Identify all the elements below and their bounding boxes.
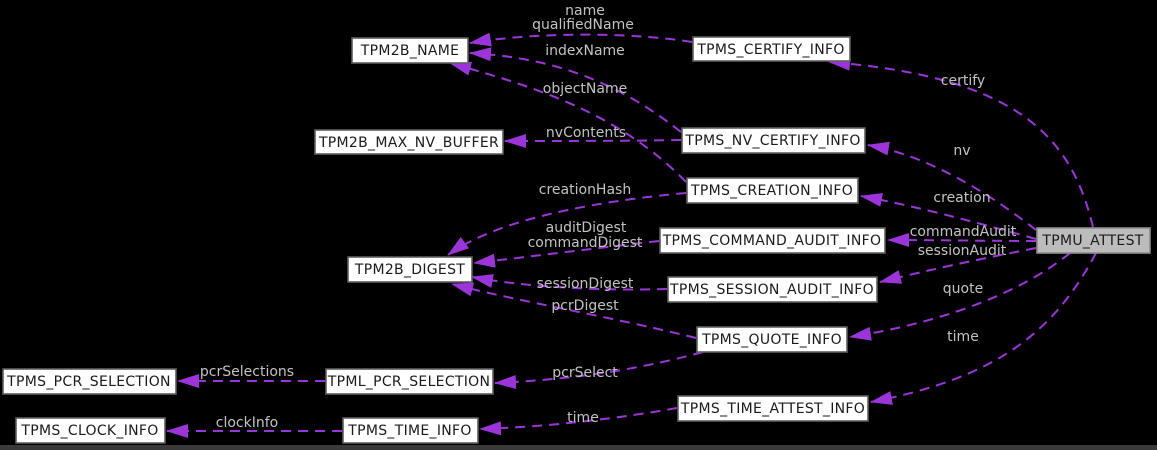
node-label: TPM2B_MAX_NV_BUFFER xyxy=(318,135,499,151)
edge-label-qualifiedname: qualifiedName xyxy=(532,17,634,33)
edge-time-union xyxy=(870,252,1097,405)
edge-label-pcrselections: pcrSelections xyxy=(200,364,294,380)
node-label: TPMS_CLOCK_INFO xyxy=(20,423,158,439)
edge-label-time-union: time xyxy=(947,329,979,345)
edge-label-time-member: time xyxy=(567,410,599,426)
node-label: TPMS_SESSION_AUDIT_INFO xyxy=(669,282,874,298)
node-label: TPMS_CREATION_INFO xyxy=(690,183,853,199)
edge-auditdigest-commanddigest xyxy=(473,240,660,268)
node-label: TPMS_TIME_INFO xyxy=(347,423,471,439)
node-label: TPMU_ATTEST xyxy=(1041,233,1143,249)
edge-nvcontents xyxy=(503,133,682,148)
node-label: TPM2B_NAME xyxy=(360,43,460,59)
edge-label-name: name xyxy=(565,3,605,19)
edge-label-pcrselect: pcrSelect xyxy=(552,365,618,381)
node-tpms-nv-certify-info[interactable]: TPMS_NV_CERTIFY_INFO xyxy=(681,127,866,154)
edge-label-creation: creation xyxy=(933,190,990,206)
node-label: TPMS_PCR_SELECTION xyxy=(6,374,171,390)
node-tpms-certify-info[interactable]: TPMS_CERTIFY_INFO xyxy=(692,36,851,62)
node-tpms-time-attest-info[interactable]: TPMS_TIME_ATTEST_INFO xyxy=(677,395,869,422)
edge-label-commanddigest: commandDigest xyxy=(528,235,643,251)
edge-name-qualifiedname xyxy=(469,32,693,47)
edge-quote xyxy=(849,252,1071,341)
node-label: TPMS_COMMAND_AUDIT_INFO xyxy=(662,233,882,249)
node-tpml-pcr-selection[interactable]: TPML_PCR_SELECTION xyxy=(325,368,494,395)
edge-certify xyxy=(828,56,1094,228)
node-tpm2b-name[interactable]: TPM2B_NAME xyxy=(351,37,469,64)
edge-label-certify: certify xyxy=(941,73,985,89)
edge-sessiondigest xyxy=(471,274,668,291)
edge-label-quote: quote xyxy=(943,281,983,297)
edge-commandaudit xyxy=(887,233,1037,248)
edge-creation xyxy=(860,192,1037,240)
node-tpms-quote-info[interactable]: TPMS_QUOTE_INFO xyxy=(696,326,848,353)
node-tpm2b-max-nv-buffer[interactable]: TPM2B_MAX_NV_BUFFER xyxy=(314,129,504,155)
edge-label-indexname: indexName xyxy=(545,43,625,59)
node-tpms-pcr-selection[interactable]: TPMS_PCR_SELECTION xyxy=(2,368,177,395)
edge-sessionaudit xyxy=(879,247,1037,284)
node-tpmu-attest[interactable]: TPMU_ATTEST xyxy=(1036,227,1151,254)
edge-objectname xyxy=(449,61,687,183)
nodes: TPM2B_NAME TPMS_CERTIFY_INFO TPM2B_MAX_N… xyxy=(2,36,1151,444)
node-label: TPMS_CERTIFY_INFO xyxy=(696,42,844,58)
node-label: TPMS_QUOTE_INFO xyxy=(701,332,842,348)
node-label: TPMS_NV_CERTIFY_INFO xyxy=(684,133,860,149)
edge-label-nvcontents: nvContents xyxy=(546,125,626,141)
node-tpm2b-digest[interactable]: TPM2B_DIGEST xyxy=(347,256,473,283)
edge-indexname xyxy=(469,47,682,133)
edge-label-auditdigest: auditDigest xyxy=(546,220,627,236)
node-tpms-creation-info[interactable]: TPMS_CREATION_INFO xyxy=(686,177,859,204)
edge-label-nv: nv xyxy=(953,143,970,159)
node-label: TPML_PCR_SELECTION xyxy=(327,374,491,390)
edge-pcrdigest xyxy=(451,282,697,339)
node-tpms-command-audit-info[interactable]: TPMS_COMMAND_AUDIT_INFO xyxy=(659,227,886,254)
edge-labels: name qualifiedName indexName objectName … xyxy=(200,3,1017,431)
edge-label-clockinfo: clockInfo xyxy=(216,415,278,431)
edge-creationhash xyxy=(447,192,687,256)
node-tpms-clock-info[interactable]: TPMS_CLOCK_INFO xyxy=(15,417,166,444)
edge-label-pcrdigest: pcrDigest xyxy=(551,298,619,314)
edge-label-sessionaudit: sessionAudit xyxy=(918,243,1007,259)
node-tpms-session-audit-info[interactable]: TPMS_SESSION_AUDIT_INFO xyxy=(667,276,878,303)
edge-time-member xyxy=(479,407,678,436)
edge-nv xyxy=(867,141,1037,231)
edge-label-objectname: objectName xyxy=(543,81,627,97)
bottom-window-edge xyxy=(0,445,1157,450)
edge-label-creationhash: creationHash xyxy=(539,182,631,198)
edge-pcrselect xyxy=(494,351,704,390)
edge-label-sessiondigest: sessionDigest xyxy=(537,276,634,292)
edge-label-commandaudit: commandAudit xyxy=(910,224,1017,240)
node-tpms-time-info[interactable]: TPMS_TIME_INFO xyxy=(342,417,479,444)
node-label: TPM2B_DIGEST xyxy=(354,262,465,278)
edges xyxy=(166,32,1097,438)
node-label: TPMS_TIME_ATTEST_INFO xyxy=(680,401,865,417)
